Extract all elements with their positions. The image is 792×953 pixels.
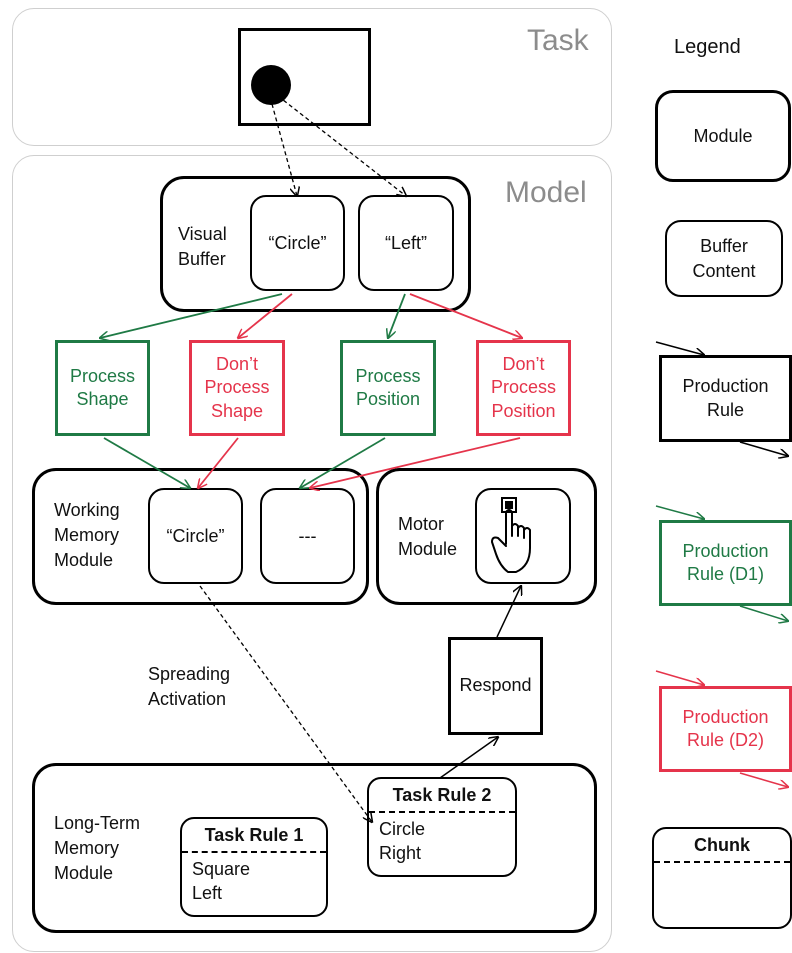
- wm-empty-text: ---: [298, 525, 317, 546]
- legend-arrow-in-green: [655, 505, 704, 519]
- long-term-memory-label: Long-Term Memory Module: [54, 813, 141, 884]
- legend-buffer: Buffer Content: [665, 220, 783, 297]
- visual-circle-buffer: “Circle”: [250, 195, 345, 291]
- legend-production-rule-d1: Production Rule (D1): [659, 520, 792, 606]
- legend-arrow-out-green: [739, 605, 788, 621]
- legend-chunk-title: Chunk: [654, 829, 790, 863]
- rule-dont-process-position: Don’t Process Position: [476, 340, 571, 436]
- legend-production-rule-d2-label: Production Rule (D2): [682, 706, 769, 750]
- legend-production-rule-d2: Production Rule (D2): [659, 686, 792, 772]
- legend-production-rule-label: Production Rule: [682, 376, 769, 420]
- arrow-task-rule-2-to-respond: [439, 737, 498, 779]
- legend-arrow-in-black: [655, 341, 704, 355]
- stimulus-circle: [251, 65, 291, 105]
- task-rule-1-body: Square Left: [192, 859, 251, 904]
- rule-dont-process-position-label: Don’t Process Position: [490, 353, 557, 421]
- wm-circle-text: “Circle”: [166, 525, 225, 546]
- arrow-task-to-circle: [271, 103, 297, 196]
- task-rule-2-chunk: Task Rule 2 Circle Right: [367, 777, 517, 877]
- rule-dont-process-shape-label: Don’t Process Shape: [204, 353, 270, 421]
- legend-buffer-label: Buffer Content: [692, 236, 756, 281]
- rule-dont-process-shape: Don’t Process Shape: [189, 340, 285, 436]
- arrow-left-to-process-position: [388, 293, 406, 338]
- wm-empty-buffer: ---: [260, 488, 355, 584]
- rule-process-position-label: Process Position: [355, 365, 421, 409]
- wm-circle-buffer: “Circle”: [148, 488, 243, 584]
- pointing-hand-icon: [491, 497, 531, 573]
- spreading-activation-label: Spreading Activation: [148, 664, 231, 710]
- rule-respond: Respond: [448, 637, 543, 735]
- legend-arrow-out-black: [739, 441, 788, 456]
- legend-production-rule-d1-label: Production Rule (D1): [682, 540, 769, 584]
- arrow-respond-to-motor: [496, 586, 521, 638]
- rule-process-position: Process Position: [340, 340, 436, 436]
- rule-process-shape: Process Shape: [55, 340, 150, 436]
- task-rule-1-title: Task Rule 1: [182, 819, 326, 853]
- arrow-dont-process-shape-to-wm: [198, 437, 239, 488]
- arrow-spreading-activation: [199, 585, 372, 822]
- arrow-circle-to-process-shape: [100, 293, 283, 338]
- rule-respond-label: Respond: [459, 675, 532, 696]
- visual-left-text: “Left”: [384, 232, 427, 253]
- legend-arrow-in-red: [655, 670, 704, 685]
- motor-buffer: [475, 488, 571, 584]
- arrow-process-position-to-wm: [300, 437, 386, 488]
- task-title: Task: [527, 24, 589, 57]
- visual-buffer-label: Visual Buffer: [178, 224, 227, 270]
- legend-chunk: Chunk: [652, 827, 792, 929]
- legend-title: Legend: [674, 36, 741, 58]
- arrow-circle-to-dont-process-shape: [238, 293, 293, 338]
- legend-module: Module: [655, 90, 791, 182]
- legend-module-label: Module: [693, 125, 753, 146]
- model-title: Model: [505, 176, 587, 209]
- legend-arrow-out-red: [739, 772, 788, 787]
- rule-process-shape-label: Process Shape: [69, 365, 136, 409]
- task-rule-2-body: Circle Right: [379, 819, 426, 864]
- arrow-left-to-dont-process-position: [409, 293, 522, 338]
- arrow-process-shape-to-wm: [103, 437, 190, 488]
- task-rule-2-title: Task Rule 2: [369, 779, 515, 813]
- motor-label: Motor Module: [398, 514, 458, 560]
- legend-production-rule: Production Rule: [659, 355, 792, 442]
- arrow-task-to-left: [277, 95, 406, 196]
- arrow-dont-process-position-to-wm: [310, 437, 521, 488]
- visual-circle-text: “Circle”: [268, 232, 327, 253]
- task-rule-1-chunk: Task Rule 1 Square Left: [180, 817, 328, 917]
- working-memory-label: Working Memory Module: [54, 500, 120, 571]
